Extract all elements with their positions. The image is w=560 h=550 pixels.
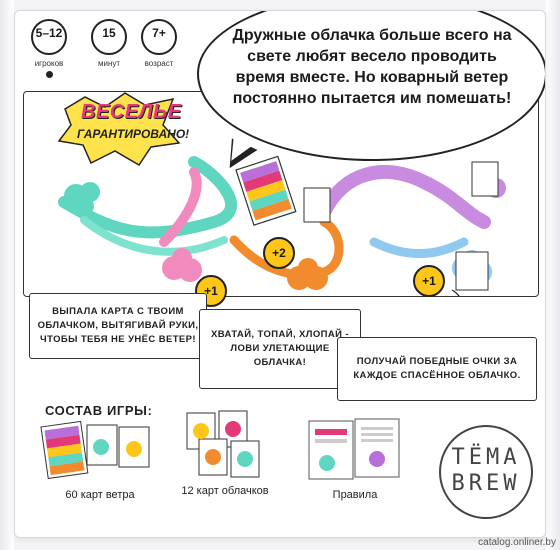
- orange-cloud-icon: [287, 258, 328, 290]
- cloud-cards-label: 12 карт облачков: [181, 485, 269, 497]
- teal-arm-shape: [58, 156, 237, 239]
- small-card-shape-3: [455, 251, 489, 291]
- wind-card-icon: [235, 155, 297, 226]
- badge-line-1: ВЕСЕЛЬЕ: [81, 101, 182, 123]
- step-3-panel: ПОЛУЧАЙ ПОБЕДНЫЕ ОЧКИ ЗА КАЖДОЕ СПАСЁННО…: [337, 337, 537, 401]
- wind-cards-image: [40, 421, 150, 479]
- purple-arm-shape: [317, 165, 491, 229]
- step-3-text: ПОЛУЧАЙ ПОБЕДНЫЕ ОЧКИ ЗА КАЖДОЕ СПАСЁННО…: [353, 356, 521, 381]
- stat-players-value: 5–12: [35, 26, 63, 40]
- rules-label: Правила: [332, 489, 378, 501]
- stat-age-label: возраст: [144, 59, 174, 68]
- pink-cloud-icon: [162, 248, 202, 282]
- box-edge-right: [546, 0, 560, 550]
- arrow-shape: [451, 289, 460, 296]
- small-card-shape: [303, 187, 331, 223]
- speech-bubble: Дружные облачка больше всего на свете лю…: [197, 11, 545, 161]
- score-badge: +2: [263, 237, 295, 269]
- stat-time-value: 15: [102, 26, 116, 40]
- watermark: catalog.onliner.by: [478, 537, 556, 548]
- fun-badge-burst-icon: [57, 92, 181, 167]
- step-2-text: ХВАТАЙ, ТОПАЙ, ХЛОПАЙ - ЛОВИ УЛЕТАЮЩИЕ О…: [211, 329, 349, 368]
- badge-line-2: ГАРАНТИРОВАНО!: [77, 127, 190, 141]
- brand-line-1: ТЁМА: [451, 445, 521, 470]
- cloud-cards-image: [186, 410, 260, 478]
- person-icon: [46, 71, 53, 78]
- teal-cloud-icon: [64, 182, 100, 216]
- wind-cards-label: 60 карт ветра: [65, 489, 135, 501]
- step-1-panel: ВЫПАЛА КАРТА С ТВОИМ ОБЛАЧКОМ, ВЫТЯГИВАЙ…: [29, 293, 207, 359]
- stat-time-label: минут: [97, 59, 121, 68]
- teal-arm-shape-2: [80, 216, 228, 256]
- stat-age-value: 7+: [152, 26, 166, 40]
- stat-players-label: игроков: [34, 59, 64, 68]
- score-badge: +1: [413, 265, 445, 297]
- contents-title: СОСТАВ ИГРЫ:: [45, 403, 153, 418]
- step-1-text: ВЫПАЛА КАРТА С ТВОИМ ОБЛАЧКОМ, ВЫТЯГИВАЙ…: [37, 306, 199, 345]
- step-2-panel: ХВАТАЙ, ТОПАЙ, ХЛОПАЙ - ЛОВИ УЛЕТАЮЩИЕ О…: [199, 309, 361, 389]
- stat-time: 15: [91, 19, 127, 55]
- pink-arm-shape: [159, 167, 202, 247]
- score-badge: +1: [195, 275, 227, 307]
- blue-arm-shape: [369, 237, 469, 259]
- brand-line-2: BREW: [451, 471, 521, 496]
- game-box-back: 5–12 игроков 15 минут 7+ возраст: [14, 10, 546, 538]
- speech-bubble-text: Дружные облачка больше всего на свете лю…: [232, 27, 512, 107]
- stat-age: 7+: [141, 19, 177, 55]
- box-edge-left: [0, 0, 14, 550]
- rules-booklet-image: [308, 418, 400, 480]
- brand-logo: ТЁМА BREW: [439, 425, 533, 519]
- stat-players: 5–12: [31, 19, 67, 55]
- gameplay-illustration: [58, 155, 506, 296]
- small-card-shape-2: [471, 161, 499, 197]
